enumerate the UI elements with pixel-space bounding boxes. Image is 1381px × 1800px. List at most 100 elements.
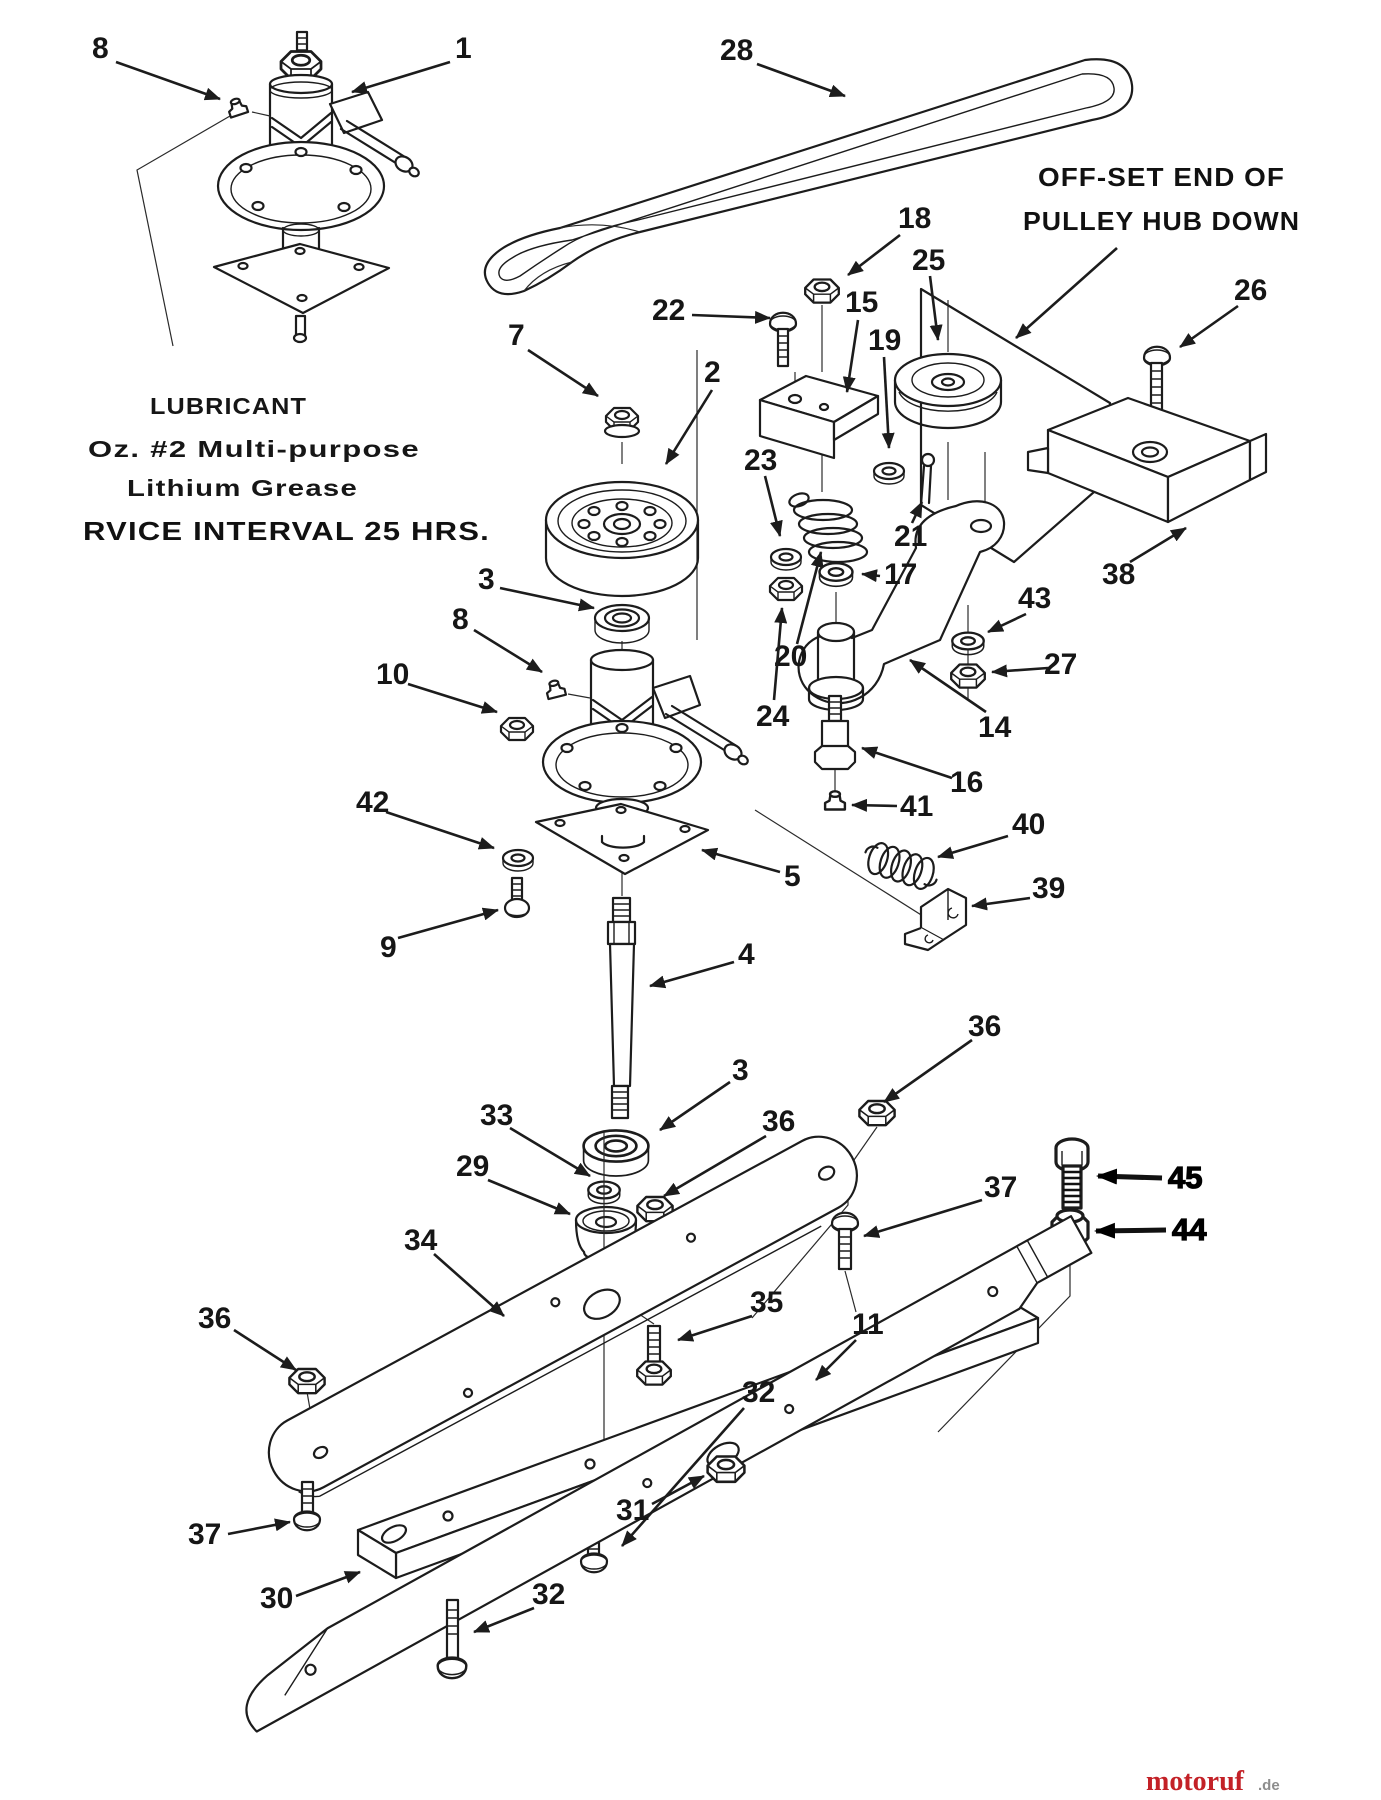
leader-offset-note [1015, 247, 1118, 339]
spindle-assembly-drawing [136, 30, 420, 347]
leader-18 [847, 233, 901, 277]
callout-36-left: 36 [198, 1302, 231, 1335]
callout-33: 33 [480, 1099, 513, 1132]
callout-37-right: 37 [984, 1171, 1017, 1204]
callout-45: 45 [1168, 1160, 1202, 1195]
callout-41: 41 [900, 790, 933, 823]
lubricant-note: LUBRICANT Oz. #2 Multi-purpose Lithium G… [83, 393, 490, 546]
service-interval-note: RVICE INTERVAL 25 HRS. [83, 516, 490, 546]
bolt-45-drawing [1054, 1137, 1090, 1210]
leader-7 [527, 348, 599, 398]
leader-4 [649, 960, 735, 989]
leader-36-right [883, 1038, 973, 1104]
leader-26 [1179, 304, 1239, 349]
callout-3-upper: 3 [478, 563, 495, 596]
callout-36-mid: 36 [762, 1105, 795, 1138]
leader-31 [651, 1474, 705, 1506]
leader-36-left [233, 1328, 297, 1372]
leader-36-mid [663, 1134, 767, 1198]
callout-42: 42 [356, 786, 389, 819]
leader-11 [815, 1339, 857, 1381]
leader-24 [772, 607, 788, 701]
leader-39 [971, 896, 1031, 911]
callout-30: 30 [260, 1582, 293, 1615]
leader-43 [987, 612, 1027, 634]
callout-8-top: 8 [92, 32, 109, 65]
leader-32-upper [621, 1407, 745, 1547]
leader-23 [763, 475, 783, 537]
leader-28 [756, 62, 846, 98]
watermark-brand[interactable]: motoruf [1146, 1766, 1245, 1797]
callout-1: 1 [455, 32, 472, 65]
callout-16: 16 [950, 766, 983, 799]
leader-37-left [227, 1518, 291, 1536]
offset-note: OFF-SET END OF PULLEY HUB DOWN [1015, 162, 1300, 339]
callout-4: 4 [738, 938, 755, 971]
leader-44 [1094, 1222, 1167, 1239]
callout-21: 21 [894, 520, 927, 553]
center-spindle-drawing [499, 406, 749, 1263]
leader-21 [909, 501, 924, 524]
leader-22 [691, 310, 771, 324]
leader-14 [909, 658, 987, 714]
leader-17 [861, 569, 881, 583]
callout-32-lower: 32 [532, 1578, 565, 1611]
callout-15: 15 [845, 286, 878, 319]
callout-7: 7 [508, 319, 525, 352]
callout-36-right: 36 [968, 1010, 1001, 1043]
leader-34 [433, 1253, 505, 1317]
offset-note-line2: PULLEY HUB DOWN [1023, 206, 1300, 236]
leader-33 [509, 1126, 591, 1178]
callout-10: 10 [376, 658, 409, 691]
leader-16 [861, 746, 953, 780]
callout-39: 39 [1032, 872, 1065, 905]
leader-10 [407, 682, 498, 714]
callout-18: 18 [898, 202, 931, 235]
callout-37-left: 37 [188, 1518, 221, 1551]
bar-34-drawing [267, 1135, 858, 1498]
leader-3-lower [659, 1080, 731, 1132]
callout-11: 11 [852, 1308, 884, 1341]
callout-3-lower: 3 [732, 1054, 749, 1087]
leader-8-mid [473, 628, 543, 674]
leader-41 [851, 798, 898, 812]
leader-35 [677, 1314, 753, 1342]
leader-25 [928, 275, 943, 341]
lubricant-line2: Oz. #2 Multi-purpose [88, 436, 420, 462]
callout-14: 14 [978, 711, 1012, 744]
callout-27: 27 [1044, 648, 1077, 681]
leader-19 [881, 356, 895, 449]
callout-44: 44 [1172, 1212, 1207, 1247]
leader-3-upper [499, 586, 595, 612]
callout-28: 28 [720, 34, 753, 67]
callout-43: 43 [1018, 582, 1051, 615]
leader-40 [937, 834, 1009, 859]
callout-25: 25 [912, 244, 945, 277]
callout-9: 9 [380, 931, 397, 964]
callout-5: 5 [784, 860, 801, 893]
offset-note-line1: OFF-SET END OF [1038, 162, 1285, 192]
callout-24: 24 [756, 700, 790, 733]
leader-29 [487, 1178, 571, 1216]
callout-34: 34 [404, 1224, 438, 1257]
leader-37-right [863, 1198, 983, 1238]
idler-cluster-drawing [696, 278, 1268, 952]
callout-35: 35 [750, 1286, 783, 1319]
callout-31: 31 [616, 1494, 649, 1527]
leader-9 [397, 907, 499, 940]
leader-38 [1129, 526, 1187, 564]
leader-15 [842, 319, 860, 393]
callout-26: 26 [1234, 274, 1267, 307]
leader-42 [385, 810, 495, 850]
callout-8-mid: 8 [452, 603, 469, 636]
callout-38: 38 [1102, 558, 1135, 591]
lubricant-title: LUBRICANT [150, 393, 307, 419]
watermark-suffix[interactable]: .de [1258, 1777, 1280, 1794]
leader-8-top [115, 60, 221, 101]
leader-1 [351, 60, 451, 94]
watermark-logo[interactable]: motoruf .de [1146, 1766, 1280, 1797]
callout-23: 23 [744, 444, 777, 477]
blade-stack-drawing [245, 1099, 1093, 1733]
callout-2: 2 [704, 356, 721, 389]
